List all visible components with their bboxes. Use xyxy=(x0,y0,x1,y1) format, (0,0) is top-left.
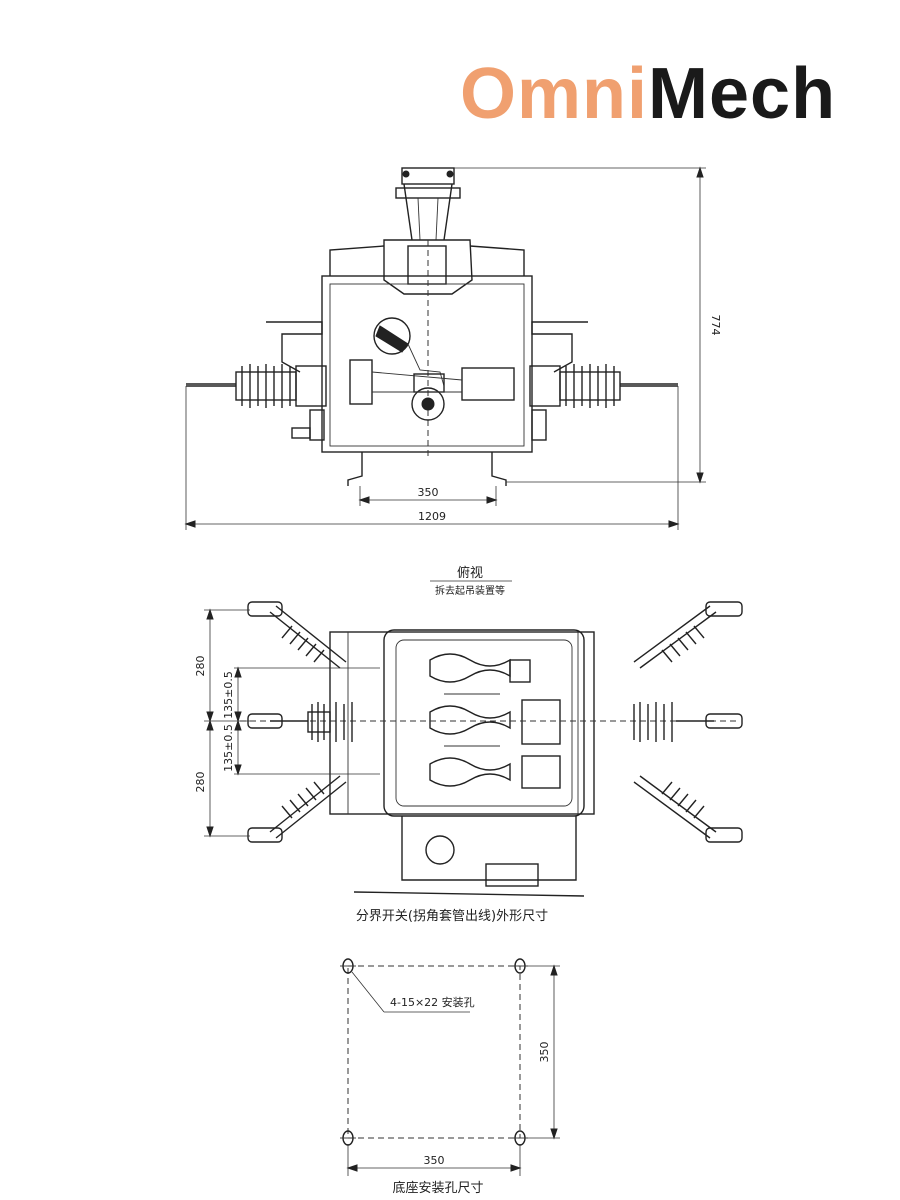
top-left-lower-bushing xyxy=(247,775,347,843)
top-left-middle-bushing xyxy=(247,702,353,742)
dim-total-width: 1209 xyxy=(418,510,446,523)
top-view-title: 俯视 xyxy=(457,565,483,581)
top-left-upper-bushing xyxy=(247,601,347,669)
lifting-bracket-top xyxy=(401,167,455,185)
dim-base-width: 350 xyxy=(418,486,439,499)
mount-hole-label: 4-15×22 安装孔 xyxy=(390,995,475,1009)
dim-135-top: 135±0.5 xyxy=(222,671,235,719)
top-right-upper-bushing xyxy=(633,601,743,669)
mount-holes xyxy=(340,958,528,1146)
dim-280-bottom: 280 xyxy=(194,772,207,793)
right-bushing xyxy=(529,364,678,408)
mechanism-wheel xyxy=(373,317,411,355)
left-bushing xyxy=(186,364,327,408)
top-right-middle-bushing xyxy=(633,702,743,742)
brand-part1: Omni xyxy=(460,54,649,134)
brand-part2: Mech xyxy=(648,54,837,134)
brand-logo: OmniMech xyxy=(460,58,836,130)
mechanism-housing xyxy=(401,816,577,881)
top-right-lower-bushing xyxy=(633,775,743,843)
top-view-subtitle: 拆去起吊装置等 xyxy=(435,584,505,597)
mount-dim-horizontal: 350 xyxy=(424,1154,445,1167)
phase-poles xyxy=(429,653,561,789)
top-hood xyxy=(383,239,473,295)
dim-280-top: 280 xyxy=(194,656,207,677)
top-view-body xyxy=(329,631,595,815)
dim-height: 774 xyxy=(709,315,722,336)
front-view: 774 350 1209 xyxy=(184,166,722,530)
mount-plate-outline xyxy=(347,965,521,1139)
switch-body xyxy=(321,275,533,453)
top-view: 俯视 拆去起吊装置等 xyxy=(194,565,743,924)
mount-view: 4-15×22 安装孔 350 350 底座安装孔尺寸 xyxy=(340,958,560,1196)
dim-135-bottom: 135±0.5 xyxy=(222,724,235,772)
top-view-caption: 分界开关(拐角套管出线)外形尺寸 xyxy=(356,908,548,924)
mount-view-caption: 底座安装孔尺寸 xyxy=(392,1180,483,1196)
mount-dim-vertical: 350 xyxy=(538,1042,551,1063)
